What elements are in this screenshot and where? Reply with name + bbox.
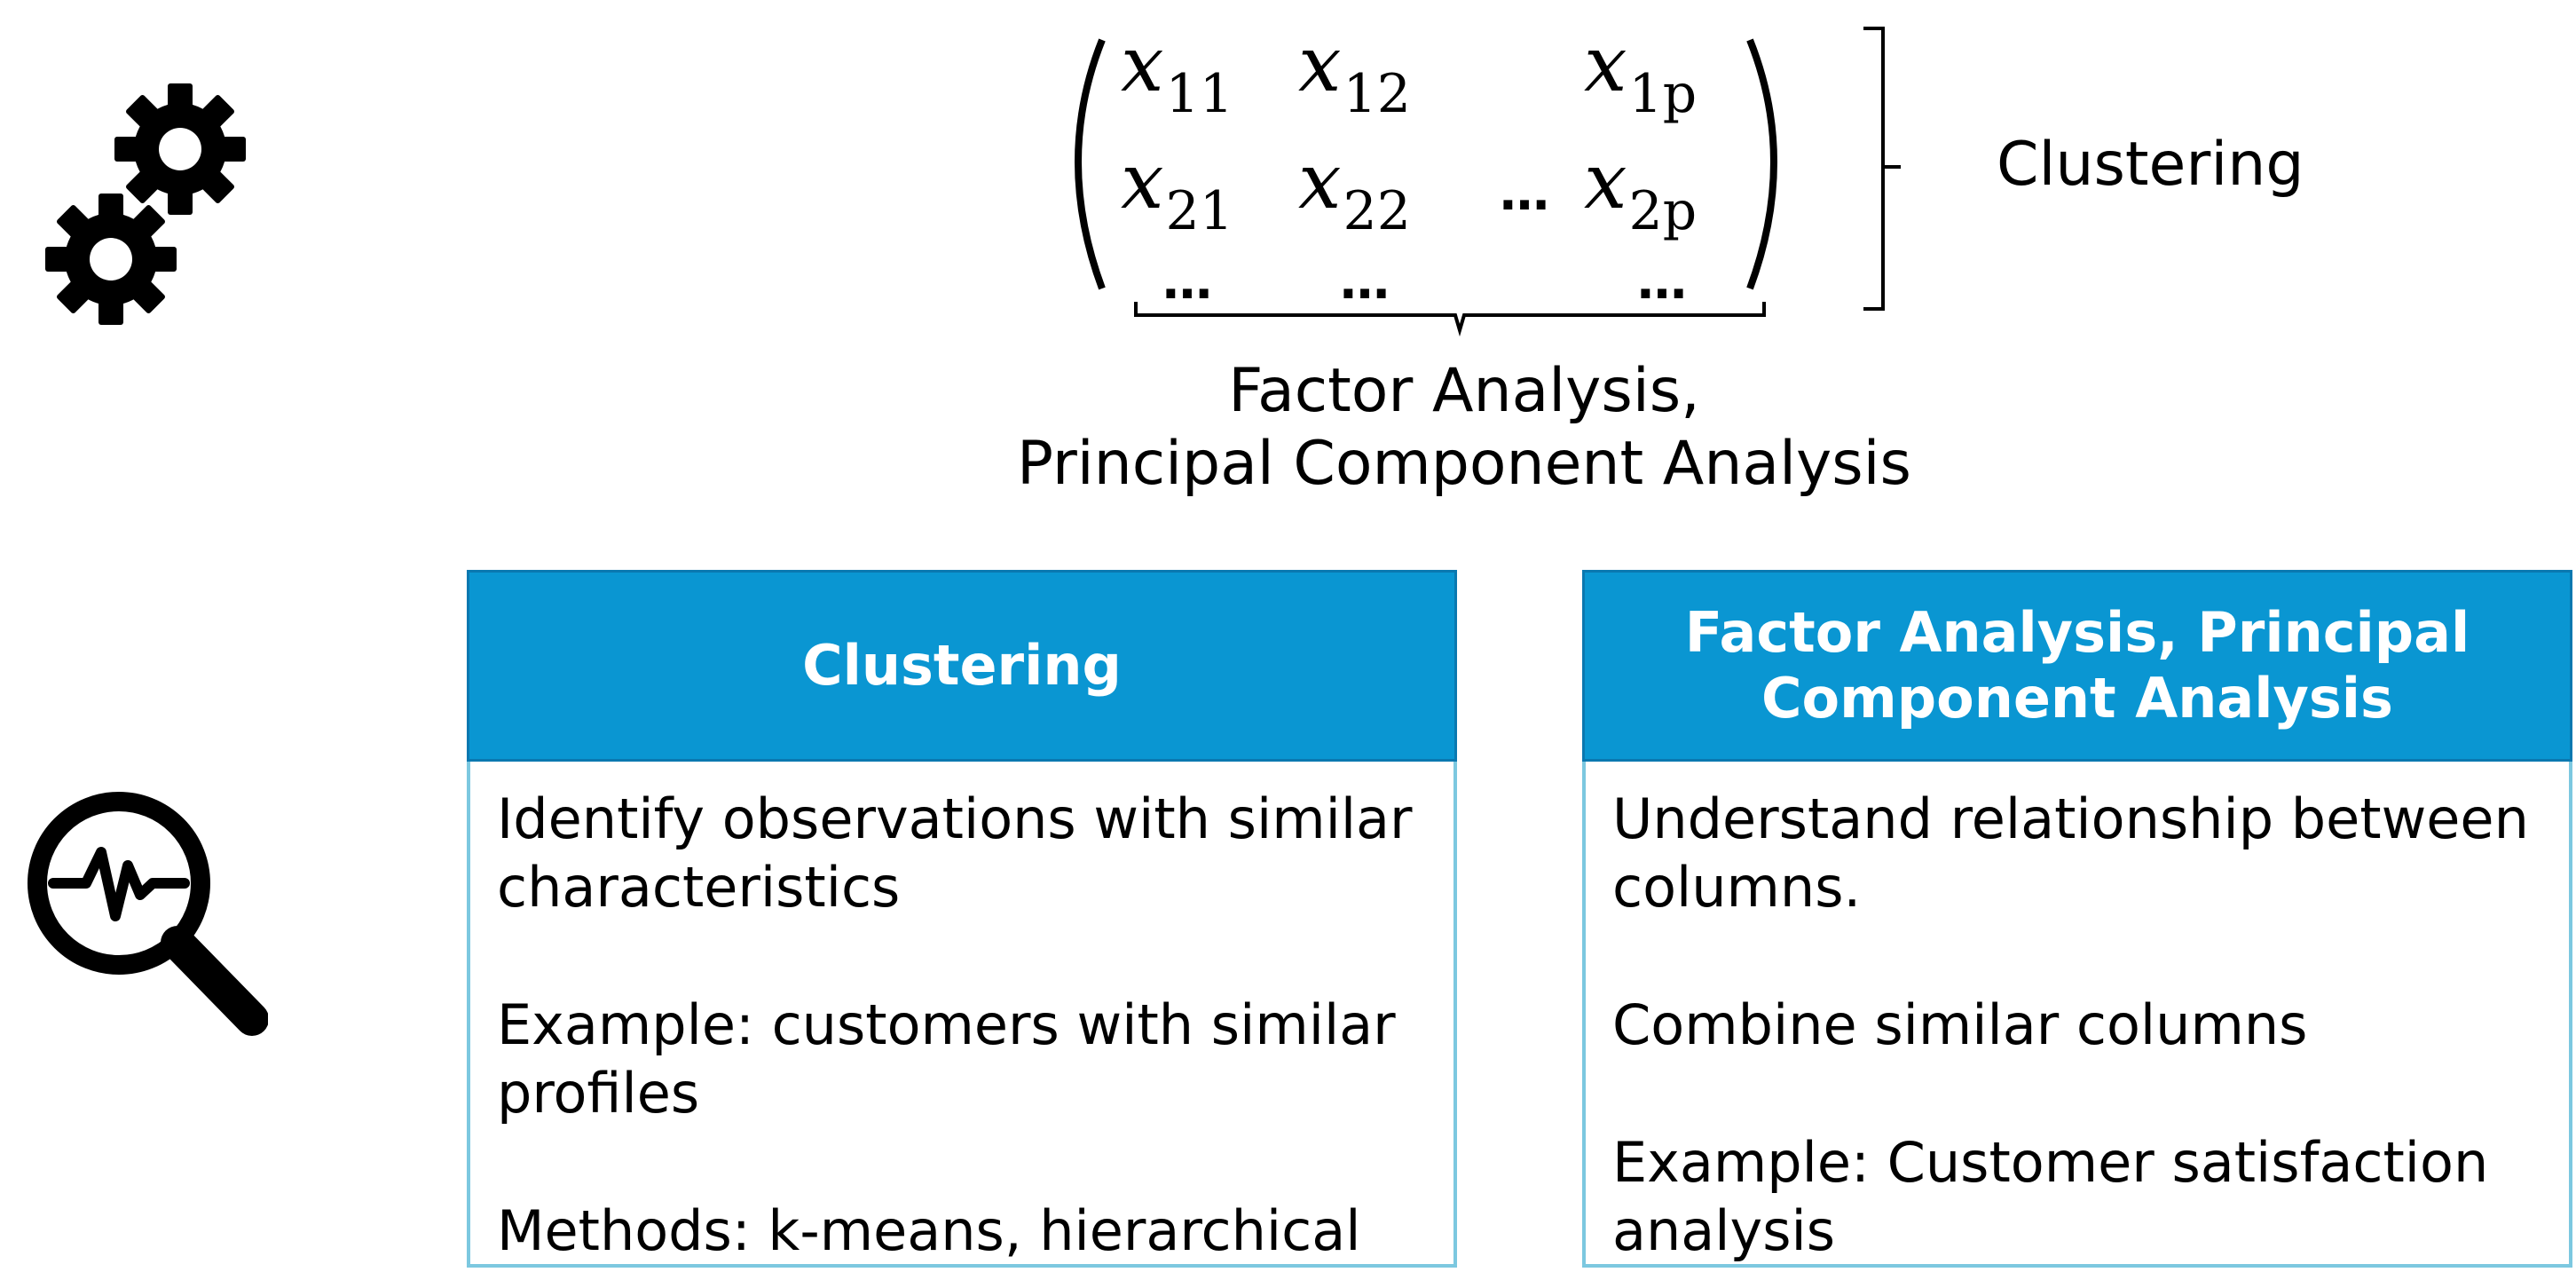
factor-analysis-label: Factor Analysis, Principal Component Ana… xyxy=(887,355,2041,501)
clustering-card-paragraph: Example: customers with similar profiles xyxy=(497,992,1396,1126)
matrix-cell-x11: x11 xyxy=(1121,20,1233,125)
clustering-card: Clustering Identify observations with si… xyxy=(467,570,1457,1268)
clustering-card-body: Identify observations with similar chara… xyxy=(497,785,1436,1265)
clustering-card-title: Clustering xyxy=(467,570,1457,762)
matrix-ellipsis-col1: … xyxy=(1162,253,1216,311)
matrix-ellipsis-col2: … xyxy=(1340,253,1393,311)
clustering-label: Clustering xyxy=(1997,130,2304,200)
factor-card-paragraph: Combine similar columns xyxy=(1612,992,2308,1057)
matrix-ellipsis-row2: … xyxy=(1500,164,1553,222)
matrix-cell-x21: x21 xyxy=(1121,138,1233,242)
gears-icon xyxy=(45,83,246,325)
magnifier-pulse-icon xyxy=(28,792,268,1036)
data-matrix: x11 x12 x1p x21 x22 … x2p … … … xyxy=(1047,0,1828,337)
matrix-ellipsis-col3: … xyxy=(1637,253,1690,311)
matrix-cell-x1p: x1p xyxy=(1584,20,1698,125)
factor-analysis-card-body: Understand relationship between columns.… xyxy=(1612,785,2551,1265)
factor-analysis-card-title: Factor Analysis, Principal Component Ana… xyxy=(1582,570,2572,762)
factor-card-title-line2: Component Analysis xyxy=(1761,666,2393,731)
matrix-cell-x12: x12 xyxy=(1298,20,1411,125)
factor-label-line1: Factor Analysis, xyxy=(1228,356,1700,426)
clustering-card-paragraph: Identify observations with similar chara… xyxy=(497,786,1413,920)
clustering-card-paragraph: Methods: k-means, hierarchical xyxy=(497,1198,1361,1263)
factor-card-paragraph: Understand relationship between columns. xyxy=(1612,786,2529,920)
matrix-cell-x22: x22 xyxy=(1298,138,1411,242)
factor-analysis-card: Factor Analysis, Principal Component Ana… xyxy=(1582,570,2572,1268)
matrix-brackets xyxy=(1075,38,1777,337)
row-bracket xyxy=(1863,27,1901,311)
factor-card-title-line1: Factor Analysis, Principal xyxy=(1684,600,2470,665)
factor-card-paragraph: Example: Customer satisfaction analysis xyxy=(1612,1130,2489,1263)
factor-label-line2: Principal Component Analysis xyxy=(1017,429,1911,499)
matrix-cell-x2p: x2p xyxy=(1584,138,1698,242)
